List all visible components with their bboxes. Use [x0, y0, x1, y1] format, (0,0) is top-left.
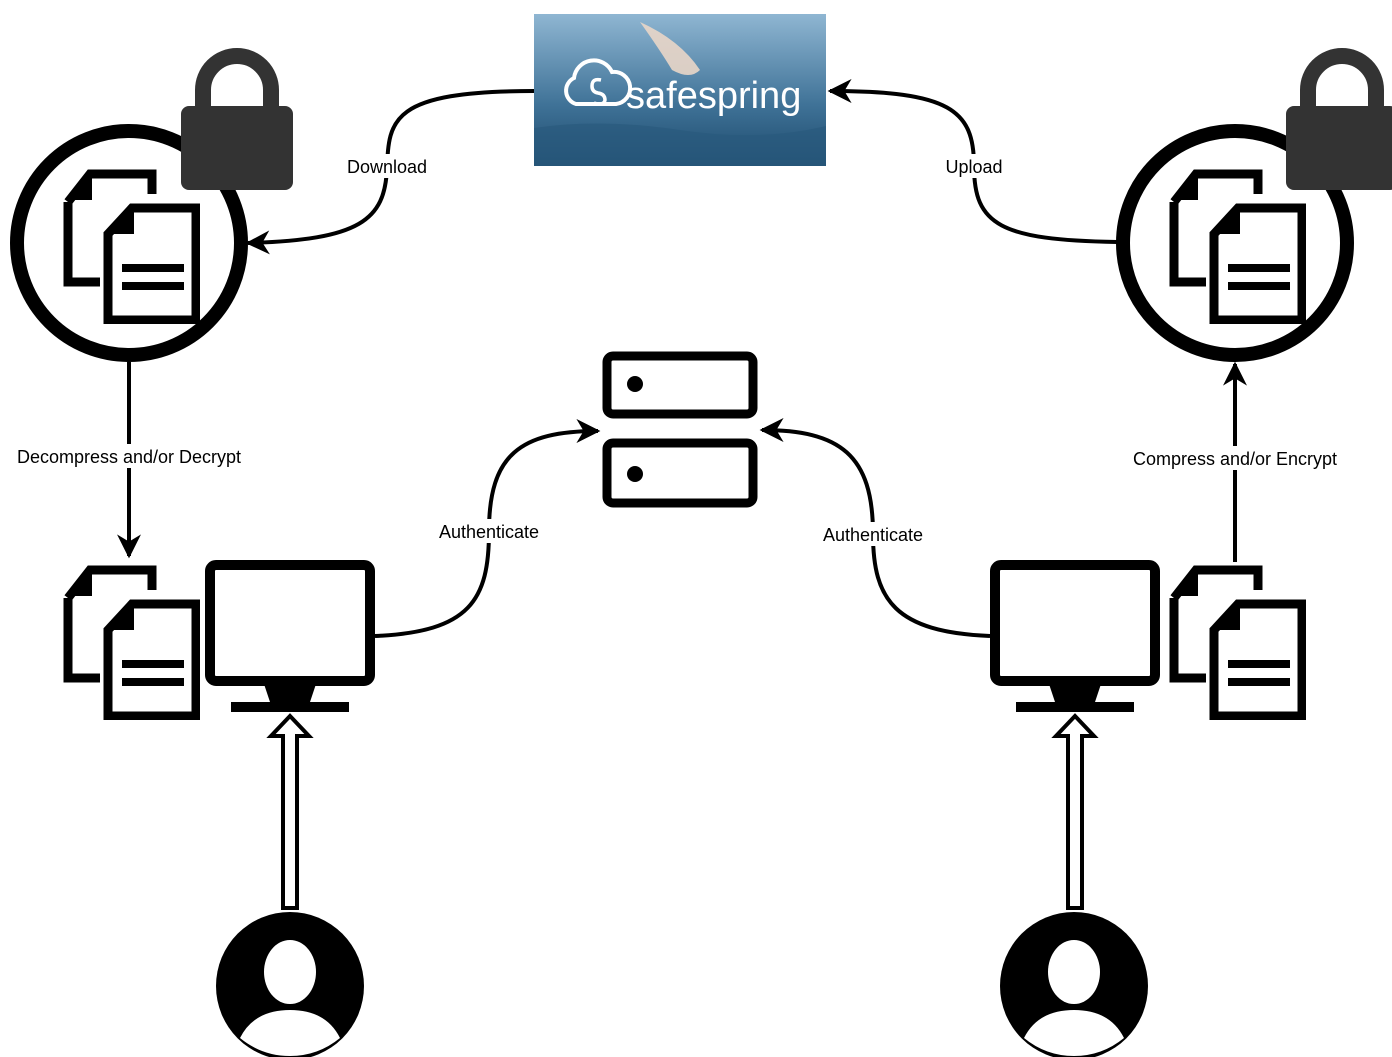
svg-text:Authenticate: Authenticate — [823, 525, 923, 545]
archive-right — [1116, 56, 1392, 362]
server-icon — [602, 351, 758, 508]
label-authenticate-right: Authenticate — [819, 522, 927, 546]
svg-text:Compress and/or Encrypt: Compress and/or Encrypt — [1133, 449, 1337, 469]
monitor-icon — [210, 565, 370, 712]
archive-left — [10, 56, 293, 362]
brand-name: safespring — [626, 75, 801, 117]
user-icon — [216, 912, 364, 1057]
svg-text:Authenticate: Authenticate — [439, 522, 539, 542]
label-download: Download — [344, 154, 430, 178]
svg-text:Decompress and/or Decrypt: Decompress and/or Decrypt — [17, 447, 241, 467]
documents-icon — [1174, 570, 1302, 716]
user-to-monitor-right-arrow — [1051, 713, 1099, 910]
svg-text:Download: Download — [347, 157, 427, 177]
label-decompress: Decompress and/or Decrypt — [10, 444, 248, 468]
lock-icon — [181, 56, 293, 190]
lock-icon — [1286, 56, 1392, 190]
label-upload: Upload — [942, 154, 1006, 178]
monitor-icon — [995, 565, 1155, 712]
user-to-monitor-left-arrow — [266, 713, 314, 910]
svg-text:Upload: Upload — [945, 157, 1002, 177]
cloud-logo-icon — [564, 58, 633, 106]
label-authenticate-left: Authenticate — [435, 519, 543, 543]
documents-icon — [68, 570, 196, 716]
safespring-logo: safespring — [534, 14, 826, 166]
user-icon — [1000, 912, 1148, 1057]
label-compress: Compress and/or Encrypt — [1126, 446, 1344, 470]
